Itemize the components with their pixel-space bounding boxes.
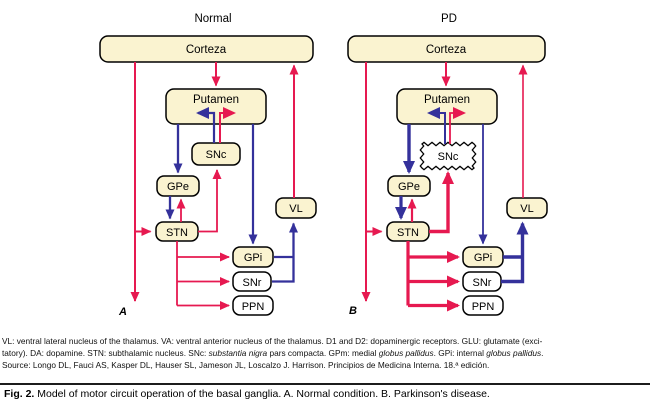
legend-text-italic: substantia nigra	[208, 348, 268, 358]
legend-text-italic: globus pallidus	[378, 348, 434, 358]
node-label: Corteza	[426, 44, 467, 56]
arrow-snc-to-putamen-d1-b	[449, 107, 466, 144]
panel-corner-label-a: A	[118, 306, 127, 318]
node-box	[165, 88, 267, 125]
figure-caption: Fig. 2. Model of motor circuit operation…	[4, 388, 648, 400]
node-ppn-a: PPN	[232, 295, 274, 316]
legend-text: pars compacta. GPm: medial	[267, 348, 379, 358]
node-putamen-b: Putamen	[396, 88, 498, 125]
node-gpe-a: GPe	[156, 175, 200, 197]
node-box	[387, 175, 431, 197]
node-label: VL	[520, 203, 533, 215]
legend-text: .	[541, 348, 544, 358]
node-snc-a: SNc	[191, 142, 241, 166]
figure-caption-text: Model of motor circuit operation of the …	[34, 388, 490, 400]
node-stn-a: STN	[155, 221, 199, 242]
node-box	[462, 295, 504, 316]
node-label: VL	[289, 203, 302, 215]
node-label: STN	[397, 227, 419, 239]
node-box	[396, 88, 498, 125]
node-ppn-b: PPN	[462, 295, 504, 316]
caption-divider-rule	[0, 383, 650, 385]
node-stn-b: STN	[386, 221, 430, 242]
node-gpi-b: GPi	[462, 246, 504, 268]
figure-caption-number: Fig. 2.	[4, 388, 35, 400]
node-snr-a: SNr	[232, 271, 272, 292]
panel-pd: PD Corteza Putamen SNc GPe STN GPi SNr	[347, 13, 548, 317]
basal-ganglia-diagram: Normal Corteza Putamen SNc GPe STN GPi S…	[99, 13, 548, 318]
node-box	[275, 197, 317, 219]
node-label: GPi	[474, 252, 492, 264]
node-vl-b: VL	[506, 197, 548, 219]
node-label: GPe	[398, 181, 420, 193]
node-label: SNr	[243, 277, 262, 289]
node-box	[232, 271, 272, 292]
node-label: STN	[166, 227, 188, 239]
node-label: SNc	[206, 149, 227, 161]
node-snr-b: SNr	[462, 271, 502, 292]
arrow-snc-to-putamen-d2-a	[196, 107, 216, 143]
node-box	[156, 175, 200, 197]
node-label: GPe	[167, 181, 189, 193]
arrow-snc-to-putamen-d1-a	[219, 107, 236, 143]
node-label: PPN	[472, 301, 495, 313]
node-label: SNr	[473, 277, 492, 289]
legend-line-3-source: Source: Longo DL, Fauci AS, Kasper DL, H…	[2, 360, 490, 370]
node-putamen-a: Putamen	[165, 88, 267, 125]
legend-line-2: tatory). DA: dopamine. STN: subthalamic …	[2, 347, 649, 359]
arrow-stn-to-snc-b-increased	[429, 171, 454, 234]
node-gpe-b: GPe	[387, 175, 431, 197]
node-label: Putamen	[424, 94, 470, 106]
panel-corner-label-b: B	[349, 305, 357, 317]
abbreviation-legend: VL: ventral lateral nucleus of the thala…	[2, 335, 649, 371]
node-box	[232, 295, 274, 316]
node-label: Putamen	[193, 94, 239, 106]
node-box	[232, 246, 274, 268]
panel-title-normal: Normal	[194, 13, 231, 25]
node-label: Corteza	[186, 44, 227, 56]
node-box-zigzag	[419, 141, 477, 171]
node-label: PPN	[242, 301, 265, 313]
arrow-snr-gpi-to-vl-a	[272, 222, 298, 283]
node-box	[191, 142, 241, 166]
node-box	[99, 35, 314, 63]
node-corteza-b: Corteza	[347, 35, 546, 63]
arrow-stn-to-snc-a	[198, 169, 222, 233]
legend-text: . GPi: internal	[433, 348, 487, 358]
panel-normal: Normal Corteza Putamen SNc GPe STN GPi S…	[99, 13, 317, 318]
legend-text-italic: globus pallidus	[486, 348, 542, 358]
panel-title-pd: PD	[441, 13, 457, 25]
node-label: SNc	[438, 151, 459, 163]
arrow-snc-to-putamen-d2-b	[427, 107, 446, 144]
node-snc-b-degenerated: SNc	[419, 141, 477, 171]
node-box	[506, 197, 548, 219]
node-gpi-a: GPi	[232, 246, 274, 268]
node-vl-a: VL	[275, 197, 317, 219]
arrow-snr-gpi-to-vl-b-increased	[501, 221, 529, 284]
legend-text: tatory). DA: dopamine. STN: subthalamic …	[2, 348, 209, 358]
node-label: GPi	[244, 252, 262, 264]
legend-line-1: VL: ventral lateral nucleus of the thala…	[2, 336, 543, 346]
node-corteza-a: Corteza	[99, 35, 314, 63]
